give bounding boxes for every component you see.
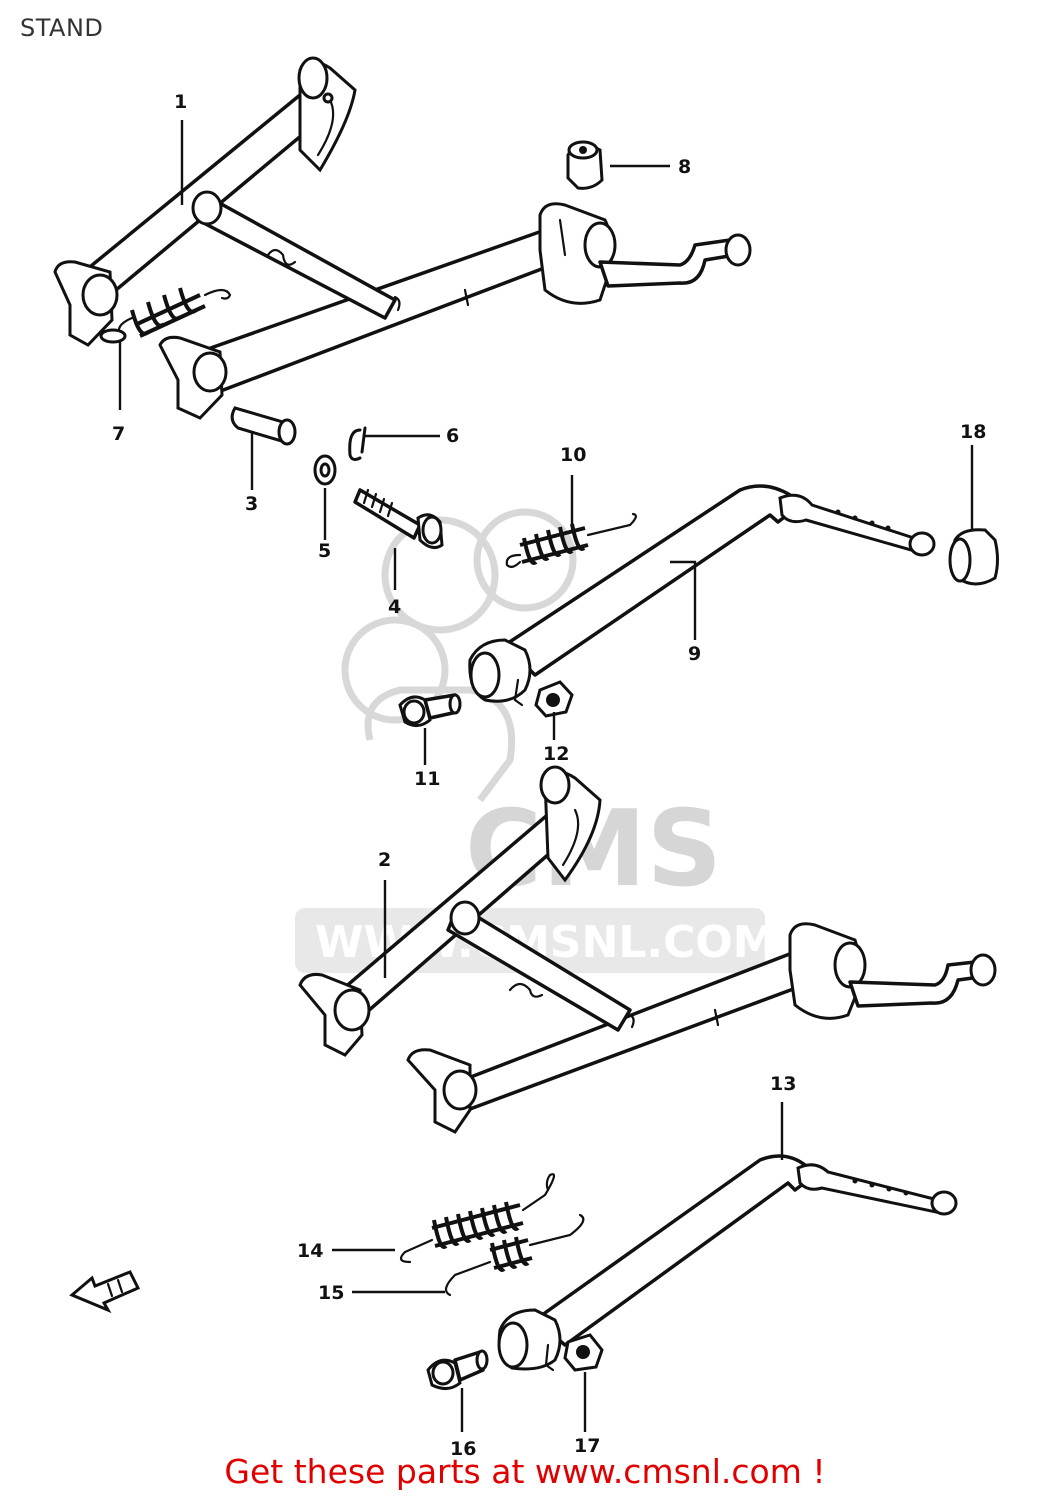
part-8-cushion (566, 140, 604, 190)
part-14-spring (399, 1173, 556, 1264)
part-17-nut (563, 1333, 604, 1372)
callout-2: 2 (378, 849, 391, 871)
callout-5: 5 (318, 540, 331, 562)
callout-15: 15 (318, 1282, 344, 1304)
callout-4: 4 (388, 596, 401, 618)
callout-3: 3 (245, 493, 258, 515)
callout-6: 6 (446, 425, 459, 447)
callout-13: 13 (770, 1073, 796, 1095)
callout-12: 12 (543, 743, 569, 765)
callout-14: 14 (297, 1240, 323, 1262)
part-1-main-stand (53, 56, 752, 420)
footer-link[interactable]: Get these parts at www.cmsnl.com ! (224, 1452, 826, 1491)
spring-on-stand (117, 287, 232, 338)
callout-16: 16 (450, 1438, 476, 1460)
callouts: 1 7 3 5 4 6 8 10 9 18 11 12 2 13 14 15 1… (112, 91, 986, 1460)
part-6-cotter-pin (348, 426, 367, 461)
part-12-nut (534, 680, 574, 718)
callout-9: 9 (688, 643, 701, 665)
front-direction-arrow-icon (69, 1270, 141, 1314)
part-16-bolt (426, 1349, 489, 1390)
callout-10: 10 (560, 444, 586, 466)
page-title: STAND (20, 14, 104, 42)
part-4-bolt (353, 488, 444, 550)
part-2-main-stand (298, 765, 997, 1134)
watermark: CMS WWW.CMSNL.COM (295, 508, 777, 973)
part-18-rubber (948, 528, 999, 586)
part-10-spring (505, 512, 637, 569)
part-3-collar (230, 406, 297, 446)
callout-1: 1 (174, 91, 187, 113)
leader-lines (118, 120, 974, 1432)
part-15-spring (444, 1213, 585, 1297)
part-7-clip (99, 328, 127, 344)
part-5-washer (313, 454, 337, 486)
callout-17: 17 (574, 1435, 600, 1457)
part-13-side-stand (497, 1154, 958, 1372)
callout-11: 11 (414, 768, 440, 790)
part-11-bolt (398, 693, 462, 727)
callout-7: 7 (112, 423, 125, 445)
callout-18: 18 (960, 421, 986, 443)
callout-8: 8 (678, 156, 691, 178)
part-9-side-stand (468, 484, 936, 707)
